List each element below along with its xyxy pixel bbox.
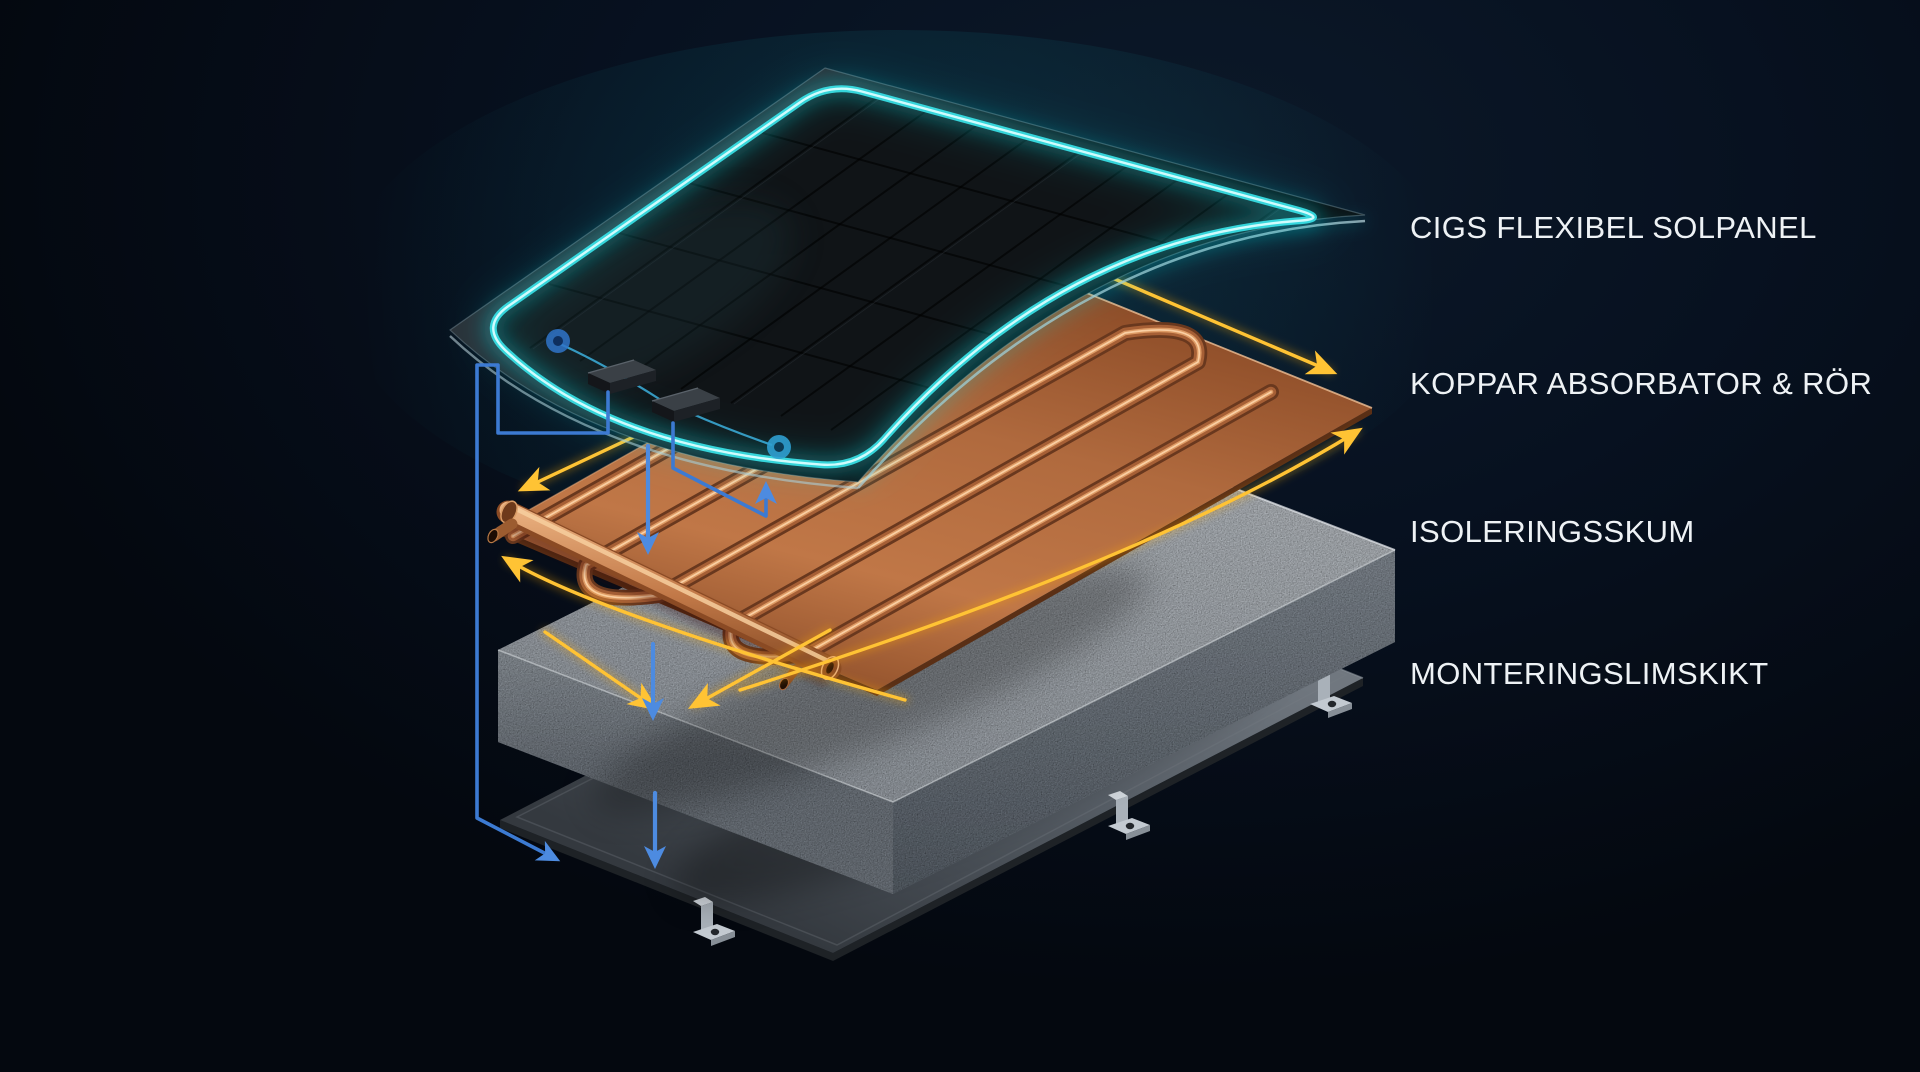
manifold-pipe — [487, 500, 842, 691]
heat-flow-arrow — [501, 555, 907, 702]
pipe-outlet-stub — [487, 518, 518, 544]
wire-route — [475, 363, 610, 862]
wire-routes — [475, 363, 777, 869]
layer-label-absorber: KOPPAR ABSORBATOR & RÖR — [1410, 366, 1873, 401]
layer-label-adhesive: MONTERINGSLIMSKIKT — [1410, 656, 1769, 691]
layer-label-insulation: ISOLERINGSSKUM — [1410, 514, 1695, 549]
heat-flow-arrow — [688, 628, 832, 709]
junction-box — [651, 387, 720, 422]
layer-label-solar-panel: CIGS FLEXIBEL SOLPANEL — [1410, 210, 1817, 245]
heat-flow-arrow — [738, 427, 1363, 692]
heat-flow-arrow — [543, 630, 659, 711]
junction-box — [587, 359, 656, 394]
wire-route — [671, 421, 777, 518]
